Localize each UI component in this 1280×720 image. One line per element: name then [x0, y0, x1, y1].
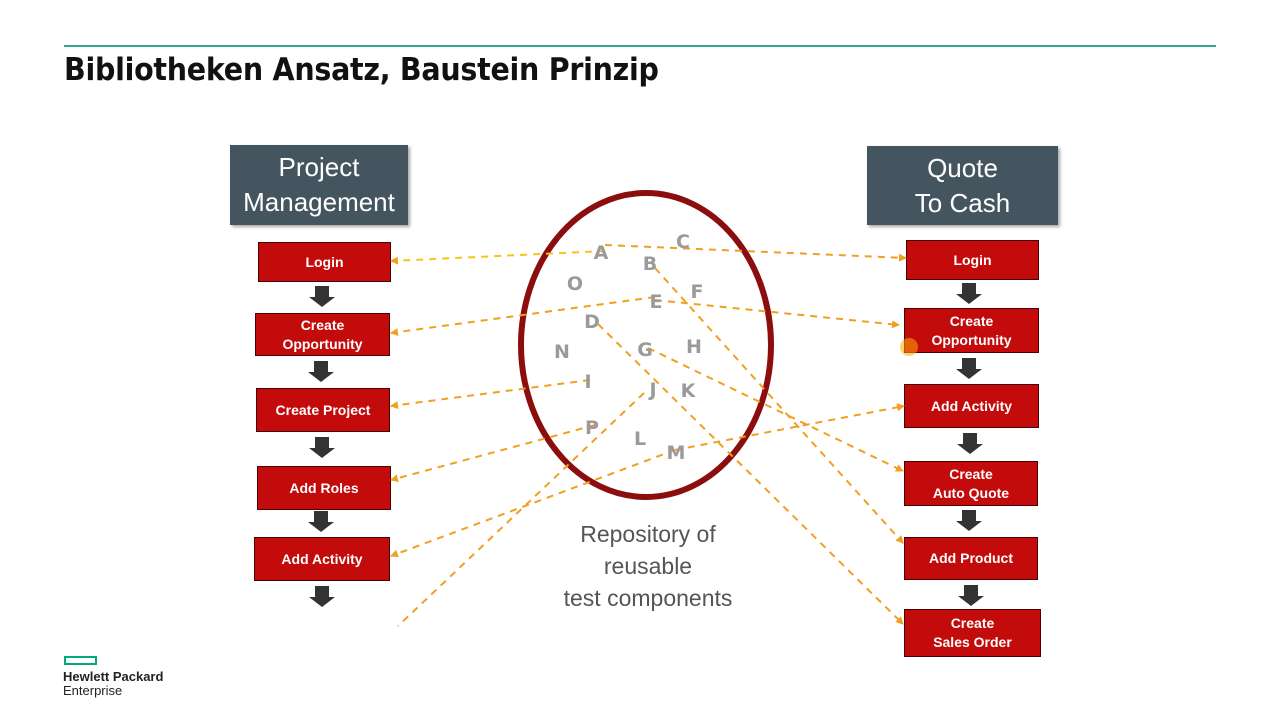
- component-letter-e: E: [650, 291, 663, 313]
- title-accent-rule: [64, 45, 1216, 47]
- link-d-to-create-sales-order: [597, 323, 904, 625]
- component-letter-j: J: [647, 379, 656, 401]
- component-letter-k: K: [681, 380, 697, 402]
- component-letter-f: F: [691, 281, 704, 303]
- link-g-to-create-auto-quote: [647, 347, 904, 472]
- left-step-add-activity: Add Activity: [254, 537, 390, 581]
- right-step-add-product: Add Product: [904, 537, 1038, 580]
- quote-to-cash-header: Quote To Cash: [867, 146, 1058, 225]
- link-m-to-left-add-activity: [390, 449, 676, 558]
- link-lines: [390, 244, 907, 627]
- link-j-to-next-step: [397, 392, 645, 627]
- component-letter-o: O: [567, 273, 583, 295]
- repository-label: Repository of reusable test components: [563, 521, 733, 611]
- component-letter-m: M: [667, 442, 686, 464]
- left-step-add-roles: Add Roles: [257, 466, 391, 510]
- link-m-to-right-add-activity: [674, 403, 905, 451]
- link-p-to-add-roles: [390, 424, 596, 483]
- component-letter-n: N: [554, 341, 570, 363]
- component-letter-i: I: [584, 371, 591, 393]
- left-step-login: Login: [258, 242, 391, 282]
- left-step-create-project: Create Project: [256, 388, 390, 432]
- link-e-to-left-create-opportunity: [390, 296, 656, 337]
- link-b-to-add-product: [654, 267, 904, 544]
- right-step-login: Login: [906, 240, 1039, 280]
- right-step-create-auto-quote: Create Auto Quote: [904, 461, 1038, 506]
- right-step-create-sales-order: Create Sales Order: [904, 609, 1041, 657]
- component-letter-c: C: [676, 231, 690, 253]
- repository-letters: A BC O E F DN G H I J K P LM: [554, 231, 703, 464]
- repository-ring: [518, 190, 774, 500]
- component-letter-d: D: [584, 311, 600, 333]
- component-letter-p: P: [585, 417, 599, 439]
- right-step-create-opportunity: Create Opportunity: [904, 308, 1039, 353]
- component-letter-l: L: [634, 428, 646, 450]
- component-letter-a: A: [594, 242, 609, 264]
- component-letter-h: H: [686, 336, 702, 358]
- component-letter-b: B: [643, 253, 657, 275]
- link-a-to-left-login: [390, 250, 606, 265]
- logo-text-line2: Enterprise: [63, 683, 123, 698]
- logo-text-line1: Hewlett Packard: [63, 669, 164, 684]
- link-a-to-right-login: [604, 244, 907, 262]
- link-i-to-create-project: [390, 379, 591, 410]
- left-step-create-opportunity: Create Opportunity: [255, 313, 390, 356]
- page-title: Bibliotheken Ansatz, Baustein Prinzip: [64, 52, 659, 88]
- pointer-highlight: [900, 338, 918, 356]
- project-management-header: Project Management: [230, 145, 408, 225]
- component-letter-g: G: [637, 339, 653, 361]
- link-e-to-right-create-opportunity: [654, 299, 900, 329]
- hpe-logo-mark: [64, 656, 97, 665]
